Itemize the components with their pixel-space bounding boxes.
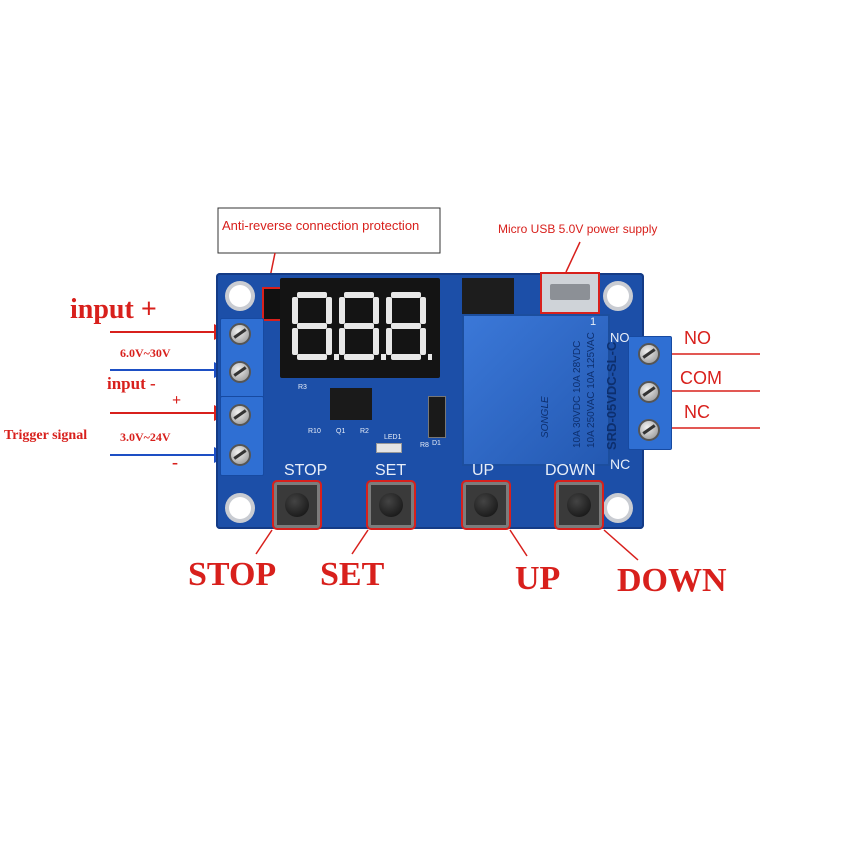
screw-trigger-plus: [229, 404, 251, 426]
no-label: NO: [684, 328, 711, 348]
silk-q1: Q1: [336, 428, 346, 435]
silk-r10: R10: [308, 428, 321, 435]
screw-no: [638, 343, 660, 365]
relay-rating-1: 10A 250VAC 10A 125VAC: [586, 332, 597, 448]
diode-d1: [428, 396, 446, 438]
trigger-plus-label: +: [172, 392, 182, 409]
mounting-hole-bottom-right: [607, 497, 629, 519]
micro-usb-label: Micro USB 5.0V power supply: [498, 222, 658, 236]
input-plus-label: input +: [70, 294, 157, 325]
anti-reverse-label: Anti-reverse connection protection: [222, 218, 420, 233]
screw-input-minus: [229, 361, 251, 383]
set-button[interactable]: [368, 482, 414, 528]
nc-label: NC: [684, 402, 710, 422]
silk-no: NO: [610, 330, 630, 345]
silk-nc: NC: [610, 456, 631, 472]
set-label: SET: [320, 556, 385, 593]
silk-r8: R8: [420, 442, 429, 449]
seven-segment-display: [280, 278, 440, 378]
screw-trigger-minus: [229, 444, 251, 466]
input-minus-label: input -: [107, 374, 156, 393]
up-button[interactable]: [463, 482, 509, 528]
screw-com: [638, 381, 660, 403]
silk-r3: R3: [298, 384, 307, 391]
mounting-hole-bottom-left: [229, 497, 251, 519]
down-label: DOWN: [617, 562, 727, 599]
stop-label: STOP: [188, 556, 277, 593]
down-button[interactable]: [556, 482, 602, 528]
relay-rating-2: 10A 30VDC 10A 28VDC: [572, 340, 583, 448]
trigger-signal-label: Trigger signal: [4, 428, 88, 443]
screw-nc: [638, 419, 660, 441]
voltage-input-label: 6.0V~30V: [120, 346, 171, 360]
silk-down: DOWN: [545, 462, 596, 479]
silk-set: SET: [375, 462, 407, 479]
silk-r2: R2: [360, 428, 369, 435]
mosfet-chip: [330, 388, 372, 420]
com-label: COM: [680, 368, 722, 388]
relay: SRD-05VDC-SL-C 10A 250VAC 10A 125VAC 10A…: [462, 314, 619, 466]
relay-brand: SONGLE: [540, 396, 551, 438]
display-digits: [292, 292, 432, 360]
micro-usb-port: [540, 272, 600, 314]
stop-button[interactable]: [274, 482, 320, 528]
silk-d1: D1: [432, 440, 441, 447]
mounting-hole-top-right: [607, 285, 629, 307]
voltage-trigger-label: 3.0V~24V: [120, 430, 171, 444]
relay-pin-1: 1: [590, 316, 597, 328]
relay-model: SRD-05VDC-SL-C: [604, 341, 619, 450]
silk-stop: STOP: [284, 462, 328, 479]
silk-up: UP: [472, 462, 495, 479]
led-indicator: [376, 443, 402, 453]
up-label: UP: [515, 560, 561, 597]
mounting-hole-top-left: [229, 285, 251, 307]
trigger-minus-label: -: [172, 452, 178, 472]
screw-input-plus: [229, 323, 251, 345]
silk-led1: LED1: [384, 434, 402, 441]
regulator-chip: [462, 278, 514, 320]
